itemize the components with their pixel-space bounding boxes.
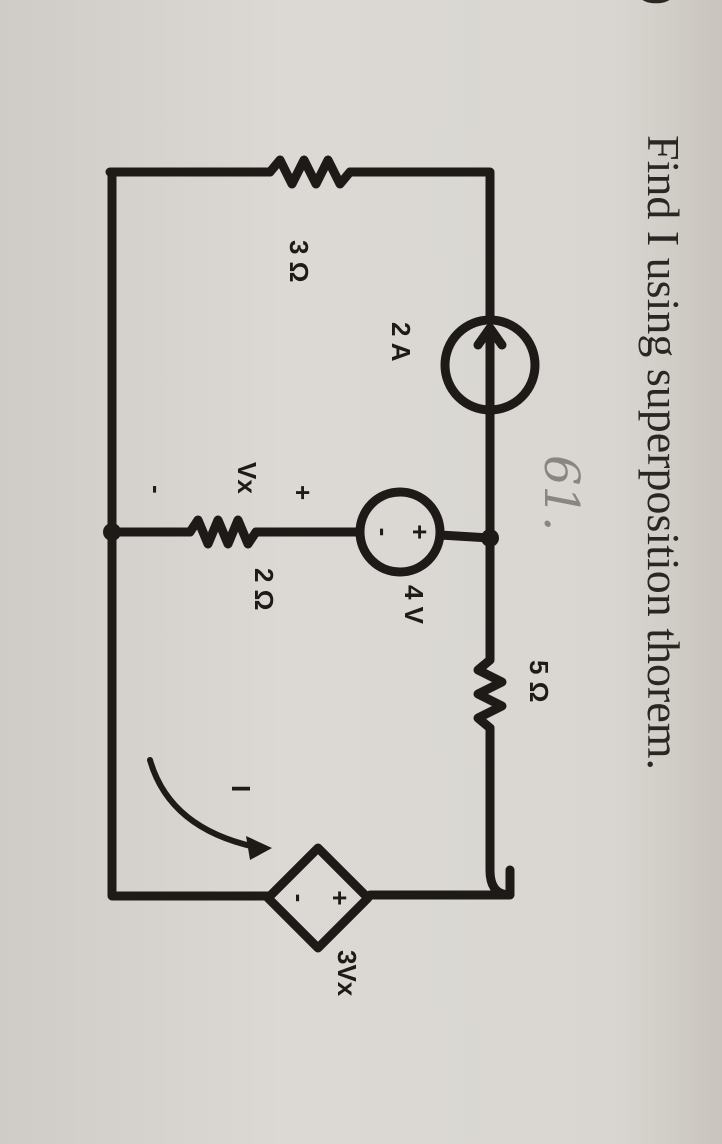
dep-minus: -: [285, 894, 315, 903]
label-5ohm: 5 Ω: [524, 660, 554, 703]
handwritten-note: 61.: [533, 455, 589, 531]
label-3ohm: 3 Ω: [284, 240, 314, 283]
question-text: Find I using superposition thorem.: [638, 135, 689, 770]
dependent-voltage-source: [263, 843, 373, 953]
resistor-2ohm: [185, 515, 261, 549]
label-2a: 2 A: [386, 322, 416, 362]
wire-top-right: [345, 167, 495, 325]
resistor-5ohm: [473, 655, 507, 733]
resistor-3ohm: [265, 155, 355, 189]
label-2ohm: 2 Ω: [249, 568, 279, 611]
arrow-head-icon: [246, 836, 272, 860]
label-vx: Vx: [232, 462, 262, 494]
label-current-i: I: [226, 785, 256, 792]
dep-plus: +: [325, 890, 355, 905]
node-dot-left: [103, 523, 121, 541]
node-dot-right: [481, 529, 499, 547]
vsource-plus: +: [405, 524, 435, 539]
vsource-minus: -: [369, 528, 399, 537]
label-4v: 4 V: [399, 585, 429, 625]
label-vx-plus: +: [288, 485, 318, 500]
label-vx-minus: -: [142, 485, 172, 494]
wire-right-lower: [365, 723, 515, 900]
current-arrow: [147, 757, 263, 851]
arrow-up-icon: [473, 323, 507, 410]
question-number-mark: ): [635, 0, 686, 5]
label-3vx: 3Vx: [332, 950, 362, 997]
wire-bottom: [107, 167, 273, 901]
